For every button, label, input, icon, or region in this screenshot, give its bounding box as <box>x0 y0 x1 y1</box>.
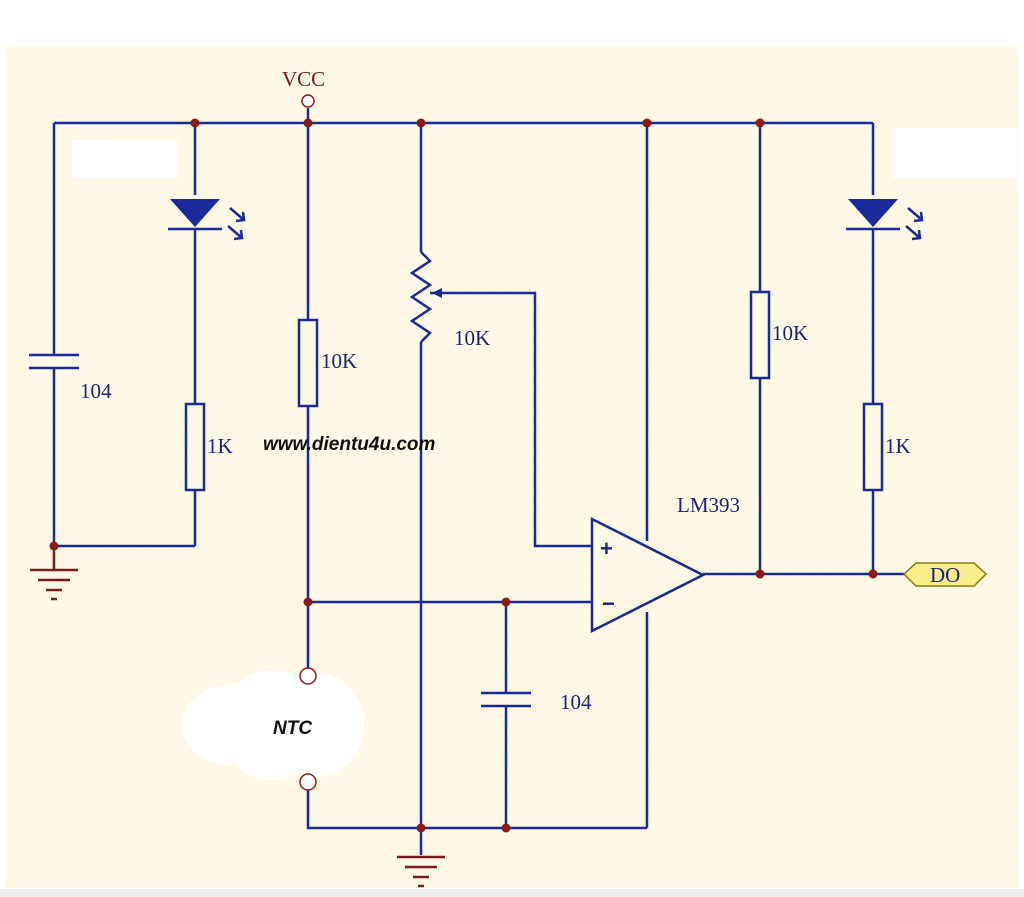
vcc-label: VCC <box>282 67 325 91</box>
wire-ground-bus <box>306 790 647 830</box>
output-port-label: DO <box>930 563 960 587</box>
opamp-minus-label: − <box>602 591 615 616</box>
capacitor-mid-label: 104 <box>560 690 592 714</box>
led-left-icon <box>170 199 220 227</box>
resistor-1k-left-label: 1K <box>207 434 233 458</box>
capacitor-left: 104 <box>29 353 112 403</box>
ground-bottom-icon <box>397 855 445 888</box>
potentiometer: 10K <box>409 251 490 350</box>
capacitor-mid: 104 <box>481 690 592 714</box>
junctions <box>49 118 878 833</box>
led-left <box>168 199 246 241</box>
wire-plus-net <box>430 291 592 548</box>
led-right-icon <box>848 199 898 227</box>
ntc-label: NTC <box>273 718 312 739</box>
resistor-10k-pullup: 10K <box>749 290 808 380</box>
resistor-1k-left: 1K <box>184 402 233 492</box>
watermark-text: www.dientu4u.com <box>263 434 436 455</box>
blank-box-right <box>893 128 1017 178</box>
vcc-terminal: VCC <box>282 67 325 108</box>
ntc-thermistor: NTC <box>182 667 364 791</box>
capacitor-left-label: 104 <box>80 379 112 403</box>
resistor-10k-pullup-label: 10K <box>772 321 808 345</box>
wires <box>52 108 904 855</box>
resistor-1k-right: 1K <box>862 402 911 492</box>
ntc-terminal-top <box>299 667 317 685</box>
bottom-edge <box>0 889 1024 897</box>
blank-box-left <box>72 140 178 178</box>
sheet-grid <box>6 46 1018 888</box>
output-port-do: DO <box>902 562 988 587</box>
resistor-1k-right-label: 1K <box>885 434 911 458</box>
potentiometer-label: 10K <box>454 326 490 350</box>
resistor-10k-ntc: 10K <box>297 318 357 408</box>
opamp-plus-label: + <box>600 536 613 561</box>
comparator-label: LM393 <box>677 493 740 517</box>
led-right <box>846 199 924 241</box>
ground-left-icon <box>30 546 78 601</box>
ntc-terminal-bottom <box>299 773 317 791</box>
resistor-10k-ntc-label: 10K <box>321 349 357 373</box>
comparator-lm393: + − LM393 <box>590 493 740 634</box>
